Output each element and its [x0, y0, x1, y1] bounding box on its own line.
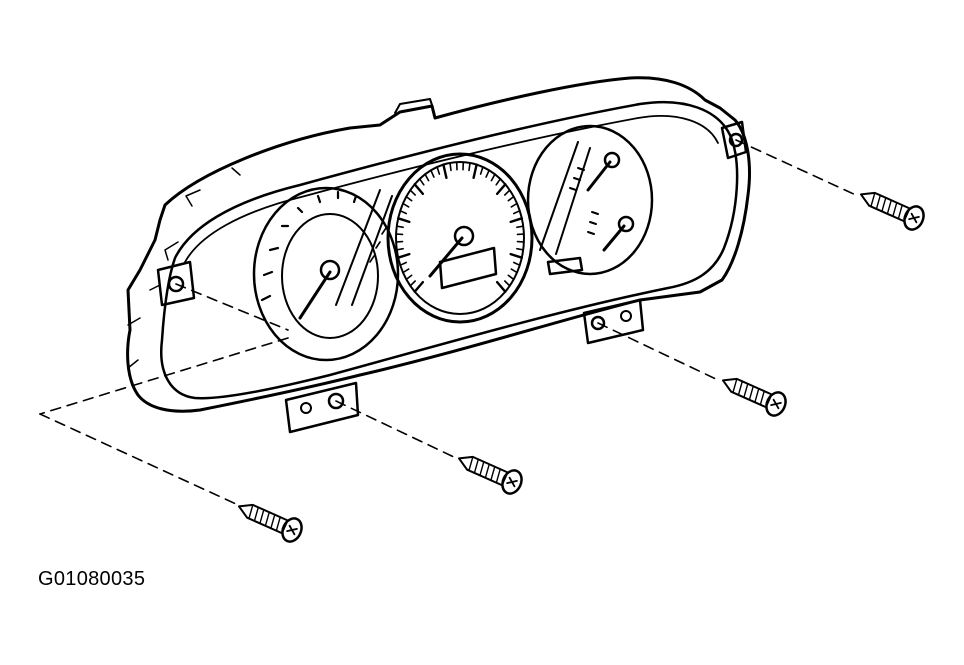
speedometer-tick	[516, 247, 525, 251]
speedometer-tick	[507, 195, 515, 202]
odometer-display	[438, 246, 498, 290]
speedometer-tick	[442, 163, 448, 180]
figure-caption: G01080035	[38, 568, 146, 590]
speedometer-tick	[516, 225, 525, 229]
speedometer-tick	[495, 280, 507, 293]
speedometer-tick	[397, 217, 411, 224]
speedometer-tick	[436, 166, 441, 175]
speedometer-tick	[397, 252, 411, 259]
speedometer-tick	[512, 210, 521, 215]
speedometer-tick	[479, 166, 484, 175]
speedometer-tick	[507, 274, 515, 281]
speedometer-tick	[409, 189, 417, 196]
speedometer-tick	[402, 202, 410, 208]
screw-left-mount	[232, 494, 307, 546]
speedometer-tick	[468, 162, 471, 172]
speedometer-tick	[430, 169, 435, 178]
speedometer-tick	[413, 280, 425, 293]
screw-bottom-right-tab	[716, 368, 791, 420]
bottom-left-tab	[284, 381, 360, 434]
right-mount-ear	[720, 120, 748, 160]
speedometer-tick	[405, 274, 413, 281]
screw-right-mount	[854, 182, 929, 234]
speedometer-tick	[510, 268, 518, 274]
speedometer-tick	[424, 173, 430, 182]
speedometer-tick	[399, 261, 408, 267]
speedometer-tick	[512, 261, 521, 267]
fuel-temp-gauge	[526, 124, 654, 276]
bottom-right-tab	[582, 298, 645, 345]
speedometer-tick	[418, 178, 425, 186]
speedometer-tick	[509, 252, 523, 259]
speedometer-tick	[503, 280, 511, 287]
speedometer-tick	[490, 173, 496, 182]
speedometer-tick	[395, 247, 404, 251]
speedometer-tick-marks	[395, 161, 525, 293]
leader-lines	[39, 139, 859, 505]
speedometer-gauge	[386, 152, 534, 324]
cluster-housing	[126, 76, 751, 413]
screw-bottom-left-tab	[452, 446, 527, 498]
speedometer-tick	[413, 183, 425, 196]
speedometer-tick	[399, 210, 408, 215]
speedometer-tick	[395, 225, 404, 229]
speedometer-tick	[510, 202, 518, 208]
tachometer-gauge	[252, 186, 400, 362]
speedometer-tick	[402, 268, 410, 274]
speedometer-tick	[495, 178, 502, 186]
speedometer-tick	[405, 195, 413, 202]
speedometer-tick	[472, 163, 478, 180]
speedometer-tick	[503, 189, 511, 196]
left-mount-ear	[156, 260, 196, 307]
speedometer-tick	[409, 280, 417, 287]
speedometer-tick	[495, 183, 507, 196]
speedometer-tick	[449, 162, 452, 172]
speedometer-tick	[509, 217, 523, 224]
speedometer-tick	[485, 169, 490, 178]
